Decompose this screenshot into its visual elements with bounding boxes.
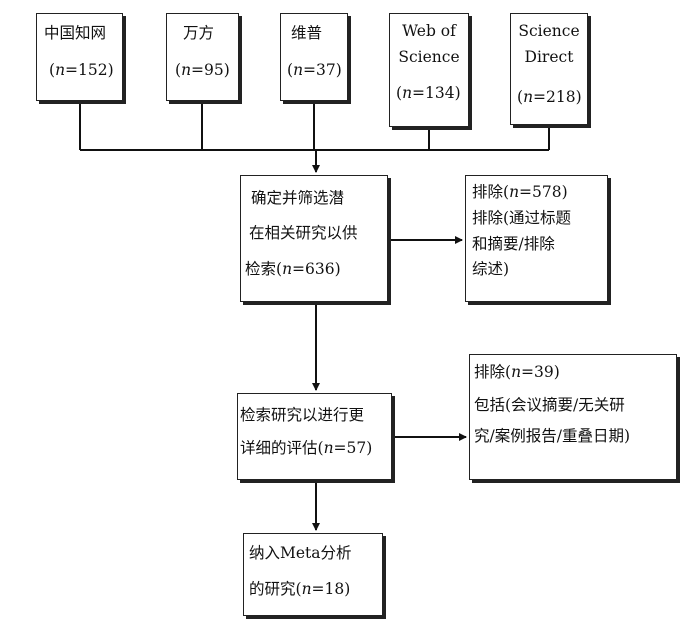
source-count: (n=134) — [396, 84, 461, 102]
source-name-line2: Science — [398, 48, 460, 66]
source-box-web-of-science: Web of Science (n=134) — [389, 13, 469, 127]
source-box-science-direct: Science Direct (n=218) — [510, 13, 588, 125]
source-box-wanfang: 万方 (n=95) — [166, 13, 239, 101]
excluded1-line3: 和摘要/排除 — [472, 235, 555, 253]
included-box: 纳入Meta分析 的研究(n=18) — [243, 533, 383, 616]
excluded2-line1: 排除(n=39) — [474, 363, 560, 381]
excluded-box-1: 排除(n=578) 排除(通过标题 和摘要/排除 综述) — [465, 175, 608, 302]
source-count: (n=218) — [517, 88, 582, 106]
screening-box: 确定并筛选潜 在相关研究以供 检索(n=636) — [240, 175, 388, 302]
source-name-line2: Direct — [524, 48, 574, 66]
retrieval-line2: 详细的评估(n=57) — [240, 439, 373, 457]
excluded2-line2: 包括(会议摘要/无关研 — [474, 396, 625, 414]
screening-line1: 确定并筛选潜 — [251, 189, 345, 207]
excluded2-line3: 究/案例报告/重叠日期) — [474, 427, 630, 445]
screening-line2: 在相关研究以供 — [249, 224, 358, 242]
source-box-vip: 维普 (n=37) — [280, 13, 348, 101]
source-name: 万方 — [183, 24, 215, 42]
source-name-line1: Web of — [402, 22, 456, 40]
excluded1-line4: 综述) — [472, 260, 510, 278]
excluded1-line2: 排除(通过标题 — [472, 209, 572, 227]
screening-line3: 检索(n=636) — [245, 260, 341, 278]
retrieval-box: 检索研究以进行更 详细的评估(n=57) — [237, 393, 392, 480]
source-count: (n=37) — [287, 61, 342, 79]
source-box-cnki: 中国知网 (n=152) — [36, 13, 123, 101]
included-line2: 的研究(n=18) — [249, 580, 351, 598]
source-count: (n=152) — [49, 61, 114, 79]
source-name: 中国知网 — [44, 24, 107, 42]
excluded-box-2: 排除(n=39) 包括(会议摘要/无关研 究/案例报告/重叠日期) — [469, 354, 677, 480]
source-name-line1: Science — [518, 22, 580, 40]
source-count: (n=95) — [175, 61, 230, 79]
retrieval-line1: 检索研究以进行更 — [240, 406, 365, 424]
source-name: 维普 — [291, 24, 323, 42]
included-line1: 纳入Meta分析 — [249, 544, 352, 562]
excluded1-line1: 排除(n=578) — [472, 183, 568, 201]
